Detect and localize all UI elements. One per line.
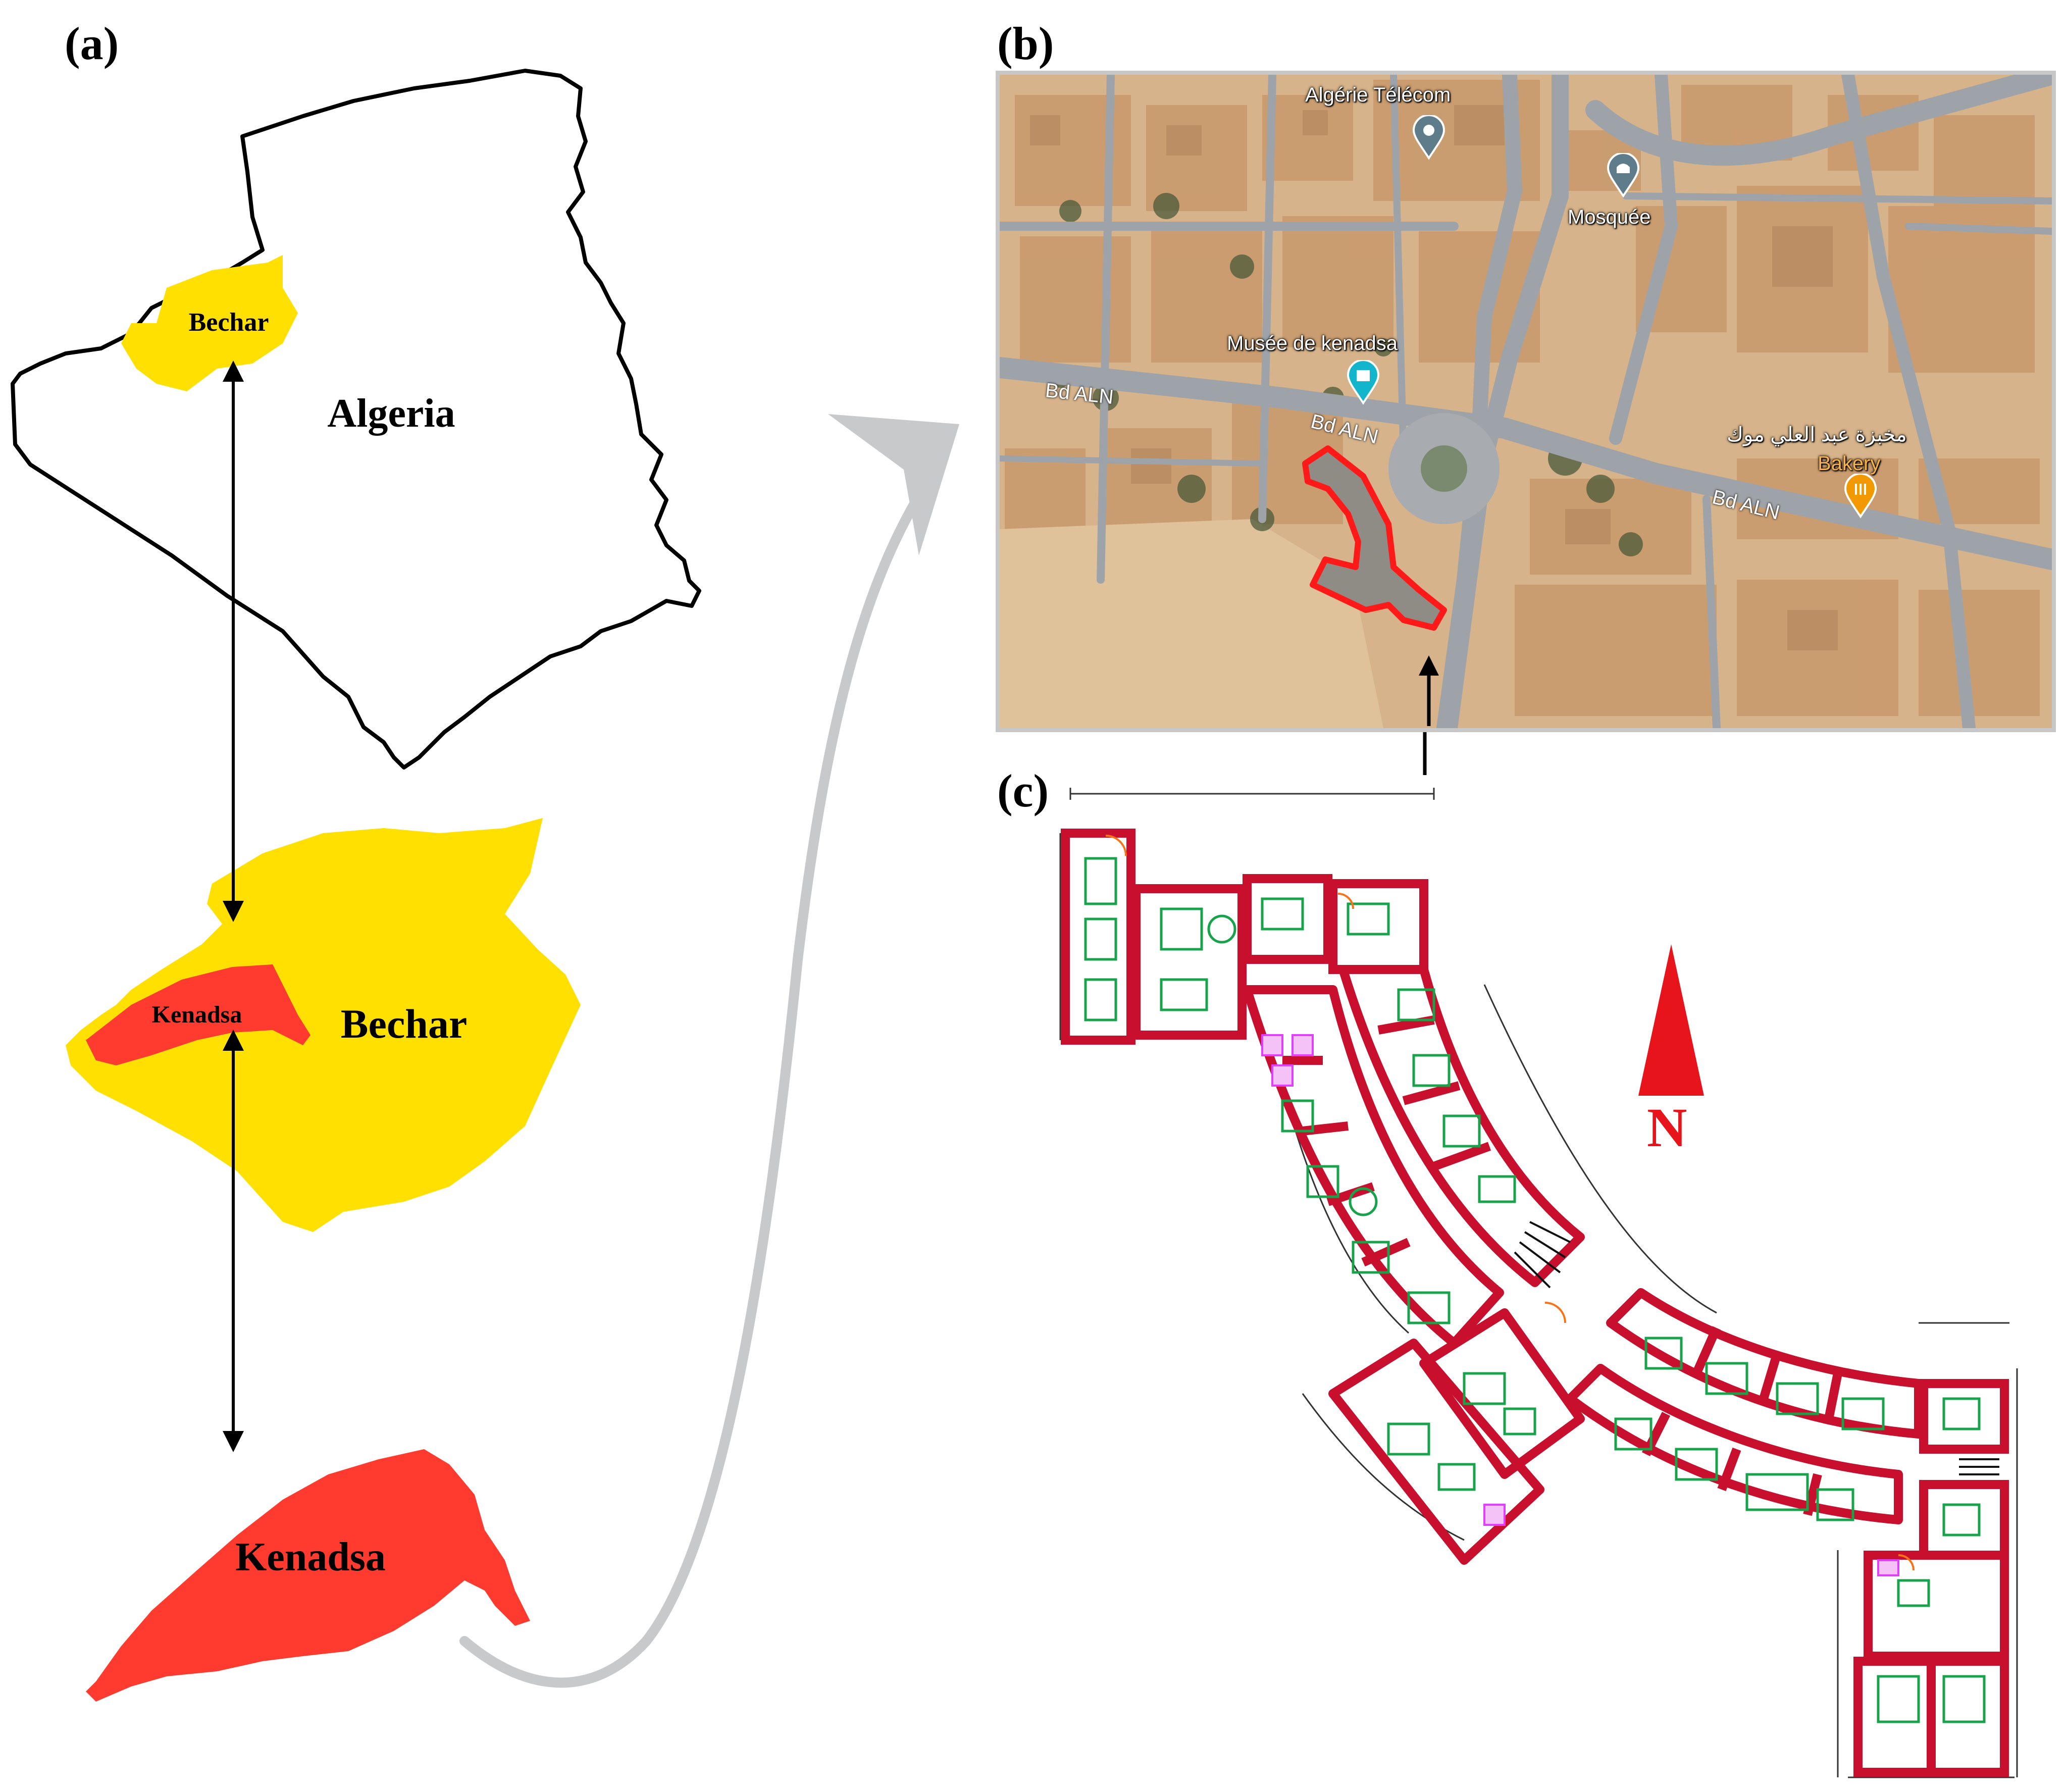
bechar-small-label: Bechar — [189, 308, 269, 337]
poi-label-bakery-arabic: مخبزة عبد العلي موك — [1727, 424, 1907, 446]
satellite-basemap — [1000, 75, 2052, 728]
sanitary-fixtures — [1261, 1034, 1899, 1576]
museum-pin-icon — [1347, 360, 1380, 405]
wing-central-curve — [1243, 965, 1585, 1348]
wing-east-curve — [1566, 1288, 1923, 1524]
poi-label-museum: Musée de kenadsa — [1227, 332, 1398, 354]
north-arrow-icon — [1638, 944, 1704, 1096]
poi-label-mosque: Mosquée — [1568, 206, 1651, 228]
location-pin-icon — [1412, 115, 1445, 160]
bechar-large-label: Bechar — [341, 1001, 467, 1047]
satellite-image: Algérie Télécom Mosquée Musée de kenadsa… — [996, 71, 2056, 732]
door-swings — [1105, 835, 1915, 1571]
mosque-pin-icon — [1607, 153, 1640, 198]
poi-label-telecom: Algérie Télécom — [1305, 84, 1451, 106]
north-label: N — [1647, 1097, 1687, 1158]
kenadsa-small-shape — [86, 964, 311, 1065]
algeria-outline — [11, 69, 701, 770]
bakery-pin-icon — [1844, 474, 1877, 519]
bechar-small-shape — [121, 255, 298, 391]
panel-label-a: (a) — [65, 18, 119, 69]
wing-southwest — [1328, 1308, 1585, 1565]
panel-label-b: (b) — [997, 18, 1054, 69]
kenadsa-small-label: Kenadsa — [152, 1001, 242, 1028]
study-building-highlight — [1302, 445, 1447, 631]
kenadsa-large-shape — [86, 1449, 530, 1702]
poi-label-bakery: Bakery — [1818, 452, 1881, 475]
curved-connector-arrowhead — [828, 414, 959, 555]
staircase — [1514, 1221, 1999, 1475]
wing-southeast — [1853, 1379, 2009, 1777]
furniture — [1084, 857, 1986, 1723]
curved-connector-arrow — [459, 459, 944, 1688]
algeria-label: Algeria — [327, 391, 455, 436]
bechar-large-shape — [66, 818, 581, 1232]
wing-northwest — [1061, 829, 1428, 1045]
panel-label-c: (c) — [997, 765, 1049, 816]
kenadsa-large-label: Kenadsa — [235, 1535, 386, 1579]
